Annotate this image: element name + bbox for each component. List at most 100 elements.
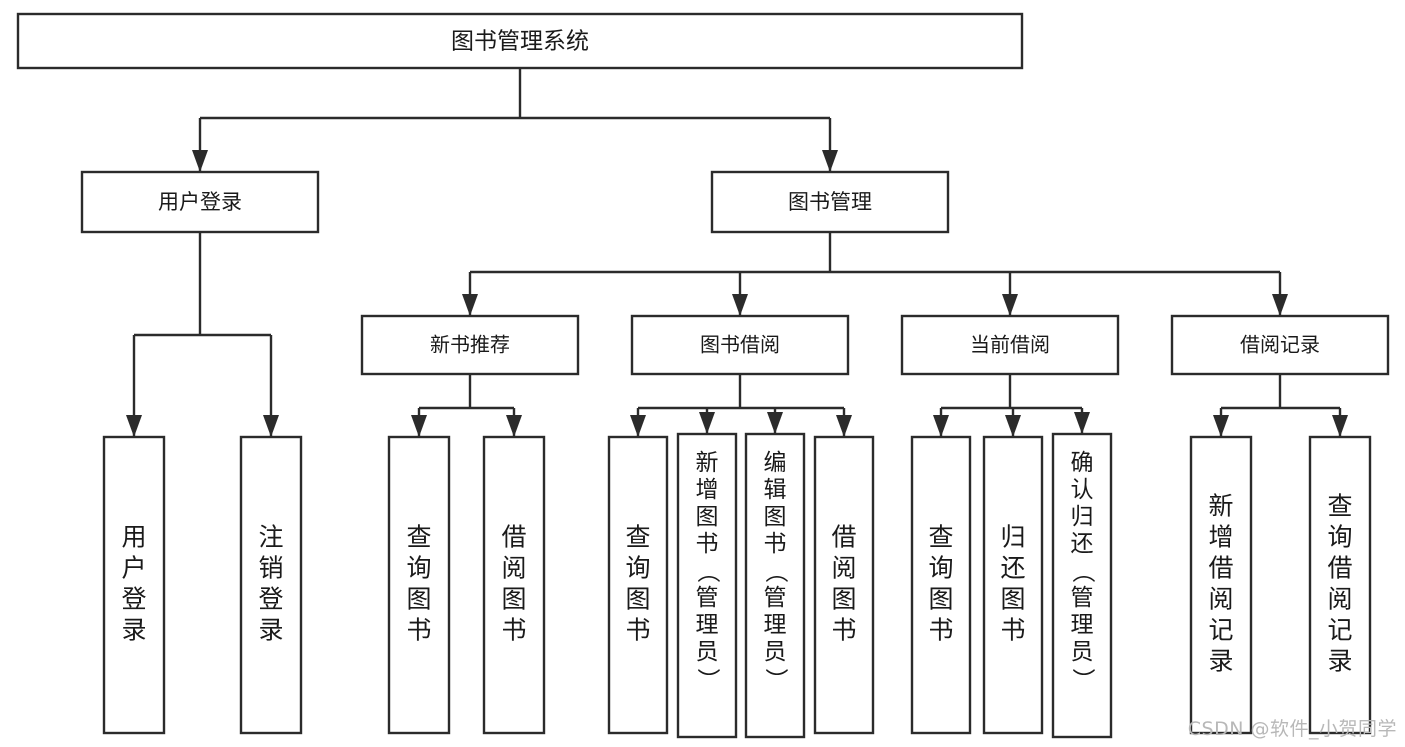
leaf-leaf-user-login-rect: [102, 435, 166, 735]
leaf-leaf-query-book-3-char: 图: [928, 585, 953, 614]
leaf-leaf-confirm-return-rect: [1051, 432, 1113, 739]
module-user-login-rect: [80, 170, 320, 234]
arrow-head-icon: [836, 415, 852, 437]
leaf-leaf-add-book-char: 新: [696, 450, 719, 476]
arrow-head-icon: [1074, 412, 1090, 434]
leaf-leaf-query-book-3-char: 询: [928, 554, 953, 583]
leaf-leaf-edit-book-char: 编: [764, 450, 787, 476]
leaf-leaf-add-record-char: 借: [1208, 554, 1233, 583]
arrow-head-icon: [732, 294, 748, 316]
leaf-leaf-borrow-book-1-char: 图: [501, 585, 526, 614]
leaf-leaf-user-login[interactable]: 用户登录: [102, 435, 166, 735]
leaf-leaf-query-book-3-rect: [910, 435, 972, 735]
leaf-leaf-logout-rect: [239, 435, 303, 735]
leaf-leaf-confirm-return-char: 归: [1071, 504, 1094, 530]
leaf-leaf-query-record-char: 询: [1327, 523, 1352, 552]
leaf-leaf-confirm-return-char: 员: [1071, 639, 1094, 665]
leaf-leaf-edit-book-char: 管: [764, 585, 787, 611]
leaf-leaf-add-book-char: 管: [696, 585, 719, 611]
leaf-leaf-edit-book-char: 理: [764, 612, 787, 638]
leaf-leaf-query-book-1-char: 询: [406, 554, 431, 583]
leaf-leaf-query-record-char: 记: [1327, 616, 1352, 645]
submodule-new-book-recommend-label: 新书推荐: [430, 333, 510, 357]
leaf-leaf-confirm-return-char: （: [1070, 560, 1096, 583]
leaf-leaf-query-book-2-char: 询: [625, 554, 650, 583]
leaf-leaf-return-book-rect: [982, 435, 1044, 735]
root-node-label: 图书管理系统: [451, 29, 589, 55]
leaf-leaf-logout-char: 登: [258, 585, 283, 614]
submodule-current-borrow[interactable]: 当前借阅: [900, 314, 1120, 376]
module-book-manage[interactable]: 图书管理: [710, 170, 950, 234]
arrow-head-icon: [126, 415, 142, 437]
leaf-leaf-user-login-char: 登: [121, 585, 146, 614]
arrow-head-icon: [1272, 294, 1288, 316]
leaf-leaf-edit-book-char: （: [763, 560, 789, 583]
submodule-borrow-record-label: 借阅记录: [1240, 333, 1320, 357]
leaf-leaf-logout-char: 录: [258, 616, 283, 645]
leaf-leaf-add-book-char: 图: [696, 504, 719, 530]
root-node[interactable]: 图书管理系统: [16, 12, 1024, 70]
leaf-leaf-add-record-char: 阅: [1208, 585, 1233, 614]
submodule-current-borrow-label: 当前借阅: [970, 333, 1050, 357]
leaf-leaf-add-book-rect: [676, 432, 738, 739]
leaf-leaf-add-book-char: 书: [696, 531, 719, 557]
leaf-leaf-add-book-char: （: [695, 560, 721, 583]
leaf-leaf-query-record-char: 借: [1327, 554, 1352, 583]
arrow-head-icon: [1005, 415, 1021, 437]
leaf-leaf-query-record-rect: [1308, 435, 1372, 735]
submodule-borrow-record-rect: [1170, 314, 1390, 376]
leaf-leaf-return-book-char: 图: [1000, 585, 1025, 614]
arrow-head-icon: [699, 412, 715, 434]
leaf-leaf-add-record-char: 记: [1208, 616, 1233, 645]
leaf-leaf-add-book-char: 理: [696, 612, 719, 638]
leaf-leaf-query-book-2-rect: [607, 435, 669, 735]
leaf-leaf-borrow-book-2-char: 借: [831, 523, 856, 552]
leaf-leaf-borrow-book-1-char: 书: [501, 616, 526, 645]
leaf-leaf-query-book-2-char: 查: [625, 523, 650, 552]
leaf-leaf-confirm-return-char: ）: [1070, 668, 1096, 691]
leaf-leaf-edit-book-char: ）: [763, 668, 789, 691]
leaf-leaf-query-book-2-char: 书: [625, 616, 650, 645]
arrow-head-icon: [630, 415, 646, 437]
leaf-leaf-add-book-char: 员: [696, 639, 719, 665]
leaf-leaf-edit-book-char: 图: [764, 504, 787, 530]
arrow-head-icon: [767, 412, 783, 434]
leaf-leaf-query-book-1-rect: [387, 435, 451, 735]
module-user-login-label: 用户登录: [158, 190, 242, 214]
leaf-leaf-edit-book-char: 员: [764, 639, 787, 665]
submodule-book-borrow-label: 图书借阅: [700, 333, 780, 357]
arrow-head-icon: [822, 150, 838, 172]
submodule-book-borrow[interactable]: 图书借阅: [630, 314, 850, 376]
leaf-leaf-query-book-1-char: 查: [406, 523, 431, 552]
leaf-leaf-borrow-book-1-char: 阅: [501, 554, 526, 583]
leaf-leaf-query-book-3-char: 书: [928, 616, 953, 645]
leaf-leaf-add-record-char: 新: [1208, 492, 1233, 521]
leaf-leaf-confirm-return-char: 管: [1071, 585, 1094, 611]
leaf-leaf-confirm-return-char: 理: [1071, 612, 1094, 638]
leaf-leaf-query-book-1-char: 图: [406, 585, 431, 614]
submodule-new-book-recommend[interactable]: 新书推荐: [360, 314, 580, 376]
arrow-head-icon: [462, 294, 478, 316]
arrow-head-icon: [506, 415, 522, 437]
leaf-leaf-return-book-char: 书: [1000, 616, 1025, 645]
leaf-leaf-query-record-char: 录: [1327, 647, 1352, 676]
module-user-login[interactable]: 用户登录: [80, 170, 320, 234]
leaf-leaf-user-login-char: 用: [121, 523, 146, 552]
arrow-head-icon: [263, 415, 279, 437]
leaf-leaf-return-book-char: 还: [1000, 554, 1025, 583]
submodule-current-borrow-rect: [900, 314, 1120, 376]
submodule-borrow-record[interactable]: 借阅记录: [1170, 314, 1390, 376]
leaf-leaf-add-record-char: 增: [1208, 523, 1233, 552]
